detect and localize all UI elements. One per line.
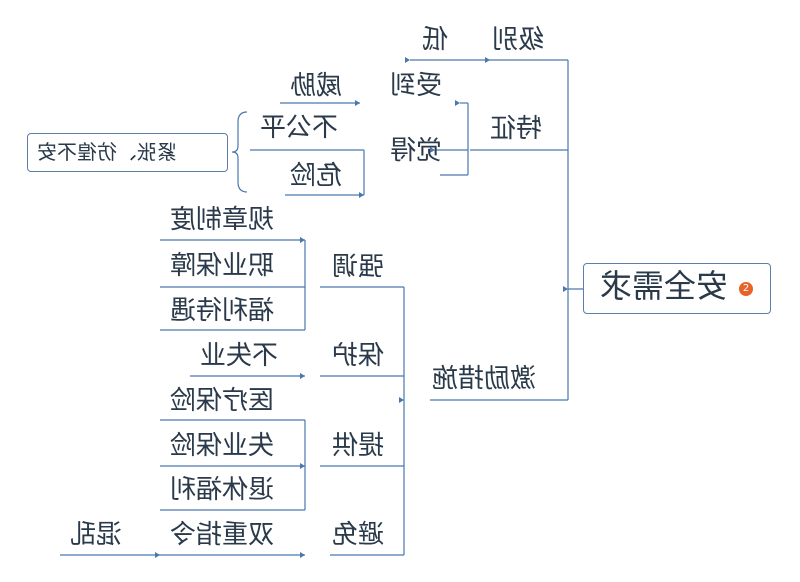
- branch-jili[interactable]: 激励措施: [432, 364, 537, 394]
- branch-tezheng[interactable]: 特征: [490, 114, 543, 144]
- node-weixian[interactable]: 危险: [290, 161, 343, 191]
- node-tigong[interactable]: 提供: [332, 431, 385, 461]
- node-tuixiufuli[interactable]: 退休福利: [170, 475, 275, 505]
- node-bugongping[interactable]: 不公平: [260, 113, 339, 143]
- node-bimian[interactable]: 避免: [332, 520, 385, 550]
- root-label: 安全需求: [600, 267, 729, 305]
- node-shuangchongzhiling[interactable]: 双重指令: [170, 520, 275, 550]
- node-juede[interactable]: 觉得: [390, 136, 443, 166]
- node-yiliaobaoxian[interactable]: 医疗保险: [170, 386, 275, 416]
- node-shoudao[interactable]: 受到: [390, 71, 443, 101]
- node-guizhangzhidu[interactable]: 规章制度: [170, 205, 275, 235]
- node-weixie[interactable]: 威胁: [290, 71, 343, 101]
- notification-badge: 2: [739, 282, 753, 296]
- node-baohu[interactable]: 保护: [332, 341, 385, 371]
- node-qiangdiao[interactable]: 强调: [332, 252, 385, 282]
- node-bushiye[interactable]: 不失业: [200, 341, 279, 371]
- branch-jibie[interactable]: 级别: [492, 25, 545, 55]
- node-fulidaiyu[interactable]: 福利待遇: [170, 296, 275, 326]
- node-hunluan[interactable]: 混乱: [70, 520, 123, 550]
- node-shiyebaoxian[interactable]: 失业保险: [170, 431, 275, 461]
- node-zhiyebaozhang[interactable]: 职业保障: [170, 251, 275, 281]
- note-callout[interactable]: [27, 133, 228, 172]
- node-di[interactable]: 低: [422, 25, 449, 55]
- note-text: 紧张、彷徨不安: [37, 140, 177, 164]
